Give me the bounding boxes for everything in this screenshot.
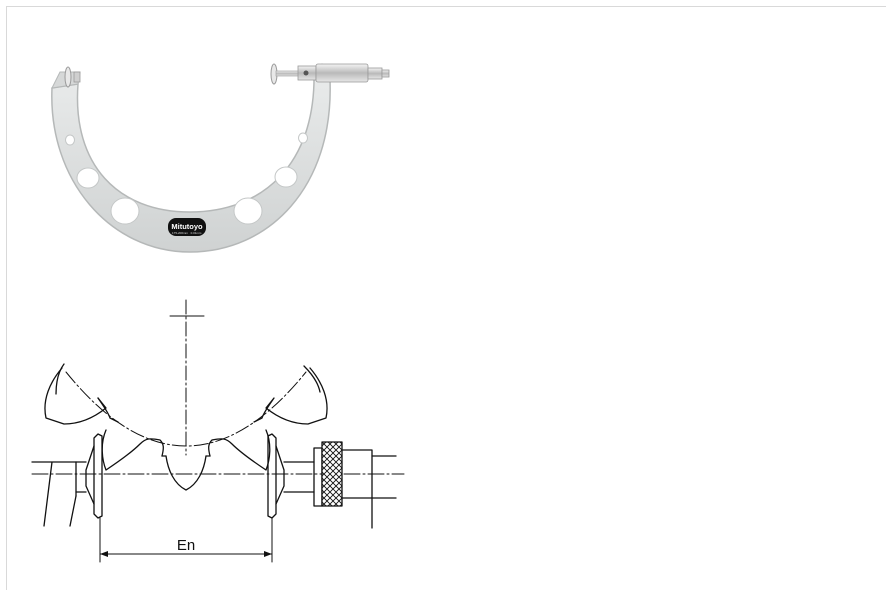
gear-teeth bbox=[44, 363, 328, 491]
content-frame bbox=[6, 6, 886, 590]
left-measuring-disk bbox=[31, 433, 103, 527]
right-measuring-disk bbox=[267, 433, 315, 519]
spindle-assembly bbox=[270, 63, 390, 85]
measurement-diagram bbox=[31, 299, 405, 563]
range-text: 175-200mm bbox=[172, 231, 189, 235]
dimension-label-en: En bbox=[177, 537, 195, 554]
dimension-en bbox=[99, 517, 273, 563]
micrometer-photo: Mitutoyo 175-200mm 0.01mm bbox=[51, 63, 390, 253]
resolution-text: 0.01mm bbox=[191, 231, 202, 235]
brand-name: Mitutoyo bbox=[171, 222, 203, 231]
frame-holes bbox=[65, 132, 308, 225]
anvil-disk bbox=[64, 66, 81, 88]
micrometer-head bbox=[313, 441, 397, 529]
pitch-circle bbox=[65, 371, 307, 447]
brand-badge: Mitutoyo 175-200mm 0.01mm bbox=[168, 218, 206, 236]
